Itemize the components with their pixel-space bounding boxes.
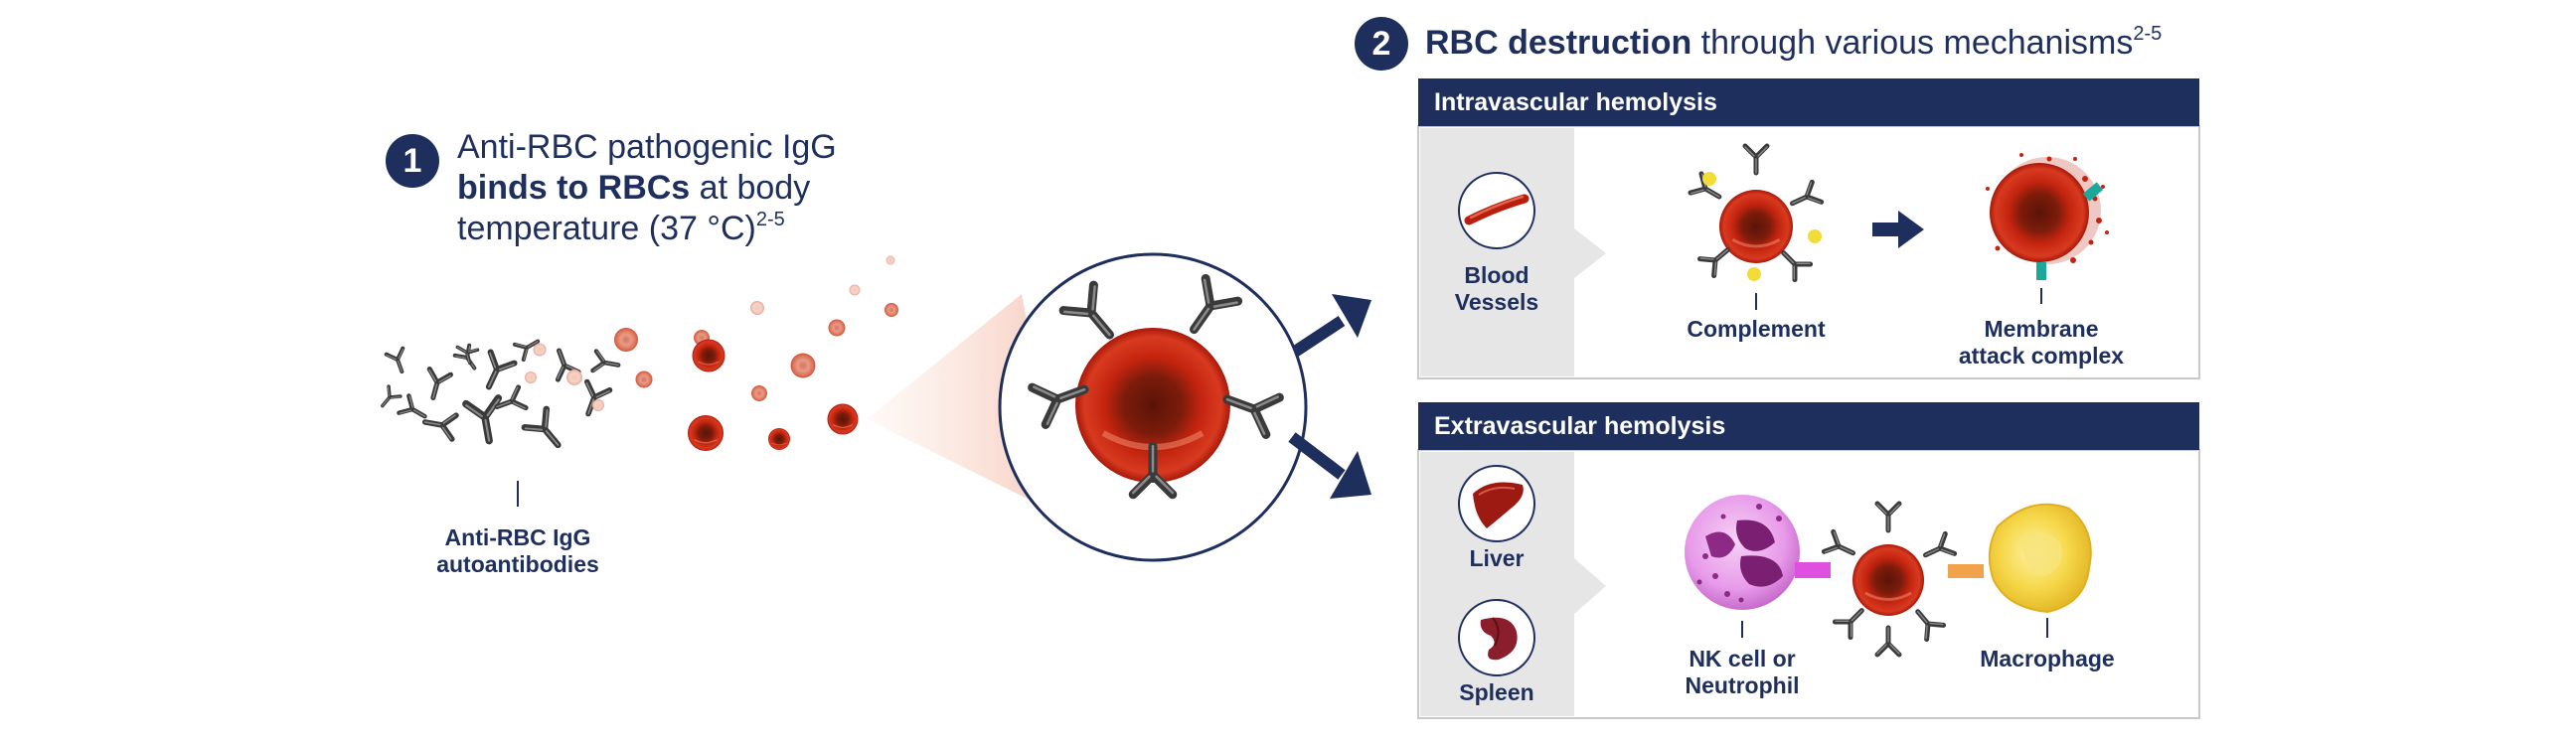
antibody-icon [593, 352, 620, 375]
step-1-title-bold: binds to RBCs [457, 169, 691, 207]
step-1-reference: 2-5 [755, 209, 785, 230]
rbc-stream [525, 255, 898, 452]
blood-vessels-label-line2: Vessels [1454, 289, 1539, 315]
red-blood-cell-icon [886, 255, 895, 265]
antibody-cluster [375, 334, 620, 454]
red-blood-cell-icon [566, 370, 582, 385]
step-1-title-line3: temperature (37 °C) [457, 210, 756, 247]
mac-label-line2: attack complex [1958, 343, 2125, 369]
antibody-label: Anti-RBC IgG autoantibodies [418, 524, 617, 578]
step-1-title-line1: Anti-RBC pathogenic IgG [457, 128, 837, 166]
macrophage-icon [1988, 503, 2092, 614]
antibody-icon [375, 384, 402, 413]
red-blood-cell-icon [751, 385, 767, 401]
red-blood-cell-icon [750, 301, 764, 315]
nk-cell-label-line2: Neutrophil [1685, 672, 1800, 698]
complement-label: Complement [1687, 316, 1826, 342]
intravascular-panel [1417, 125, 2200, 379]
antibody-icon [525, 409, 568, 454]
complement-icon [1747, 267, 1761, 281]
red-blood-cell-icon [691, 338, 726, 373]
zoom-circle [998, 252, 1308, 562]
nk-cell-label-line1: NK cell or [1689, 646, 1796, 671]
red-blood-cell-icon [614, 328, 638, 352]
step-2-title: RBC destruction through various mechanis… [1425, 22, 2162, 64]
red-blood-cell-icon [635, 371, 653, 388]
arrow-right-icon [1288, 432, 1371, 499]
step-1-title: Anti-RBC pathogenic IgG binds to RBCs at… [457, 127, 974, 249]
arrow-right-icon [1291, 294, 1371, 358]
red-blood-cell-icon [1851, 542, 1926, 618]
damaged-rbc [1986, 153, 2109, 264]
step-2-title-bold: RBC destruction [1425, 24, 1692, 62]
nk-cell-icon [1685, 495, 1800, 610]
antibody-label-line1: Anti-RBC IgG [444, 524, 591, 550]
antibody-icon [387, 349, 410, 374]
mac-synapse [1948, 564, 1984, 578]
step-2-badge: 2 [1355, 17, 1408, 71]
mac-label: Membrane attack complex [1952, 316, 2131, 370]
macrophage-label: Macrophage [1980, 646, 2115, 671]
arrow-right-icon [1872, 211, 1924, 248]
antibody-icon [477, 352, 515, 392]
red-blood-cell-icon [790, 353, 816, 378]
step-2-title-rest: through various mechanisms [1691, 24, 2134, 62]
blood-vessels-label: Blood Vessels [1437, 262, 1556, 316]
antibody-icon [577, 381, 610, 417]
nk-synapse [1795, 562, 1831, 578]
red-blood-cell-icon [849, 284, 861, 296]
mac-icon [2036, 262, 2046, 280]
red-blood-cell-icon [525, 372, 537, 383]
complement-icon [1702, 172, 1716, 186]
step-1-badge: 1 [386, 134, 439, 188]
red-blood-cell-icon [826, 402, 860, 436]
extravascular-panel [1417, 449, 2200, 719]
red-blood-cell-icon [687, 414, 724, 452]
spleen-label: Spleen [1459, 679, 1534, 705]
nk-cell-label: NK cell or Neutrophil [1653, 646, 1832, 699]
red-blood-cell-icon [533, 343, 547, 357]
intravascular-header: Intravascular hemolysis [1418, 78, 2199, 126]
antibody-icon [422, 370, 450, 401]
step-2-reference: 2-5 [2133, 23, 2163, 45]
red-blood-cell-icon [828, 319, 846, 337]
step-1-title-after-bold: at body [690, 169, 811, 207]
antibody-label-line2: autoantibodies [436, 551, 599, 577]
mac-label-line1: Membrane [1984, 316, 2099, 342]
complement-icon [1808, 229, 1822, 243]
red-blood-cell-icon [767, 427, 791, 451]
red-blood-cell-icon [885, 303, 898, 317]
antibody-icon [423, 410, 456, 439]
extravascular-header: Extravascular hemolysis [1418, 402, 2199, 450]
antibody-icon [451, 338, 480, 366]
blood-vessels-label-line1: Blood [1464, 262, 1530, 288]
mac-icon [2082, 182, 2104, 202]
red-blood-cell-icon [592, 399, 604, 411]
liver-label: Liver [1469, 545, 1525, 571]
